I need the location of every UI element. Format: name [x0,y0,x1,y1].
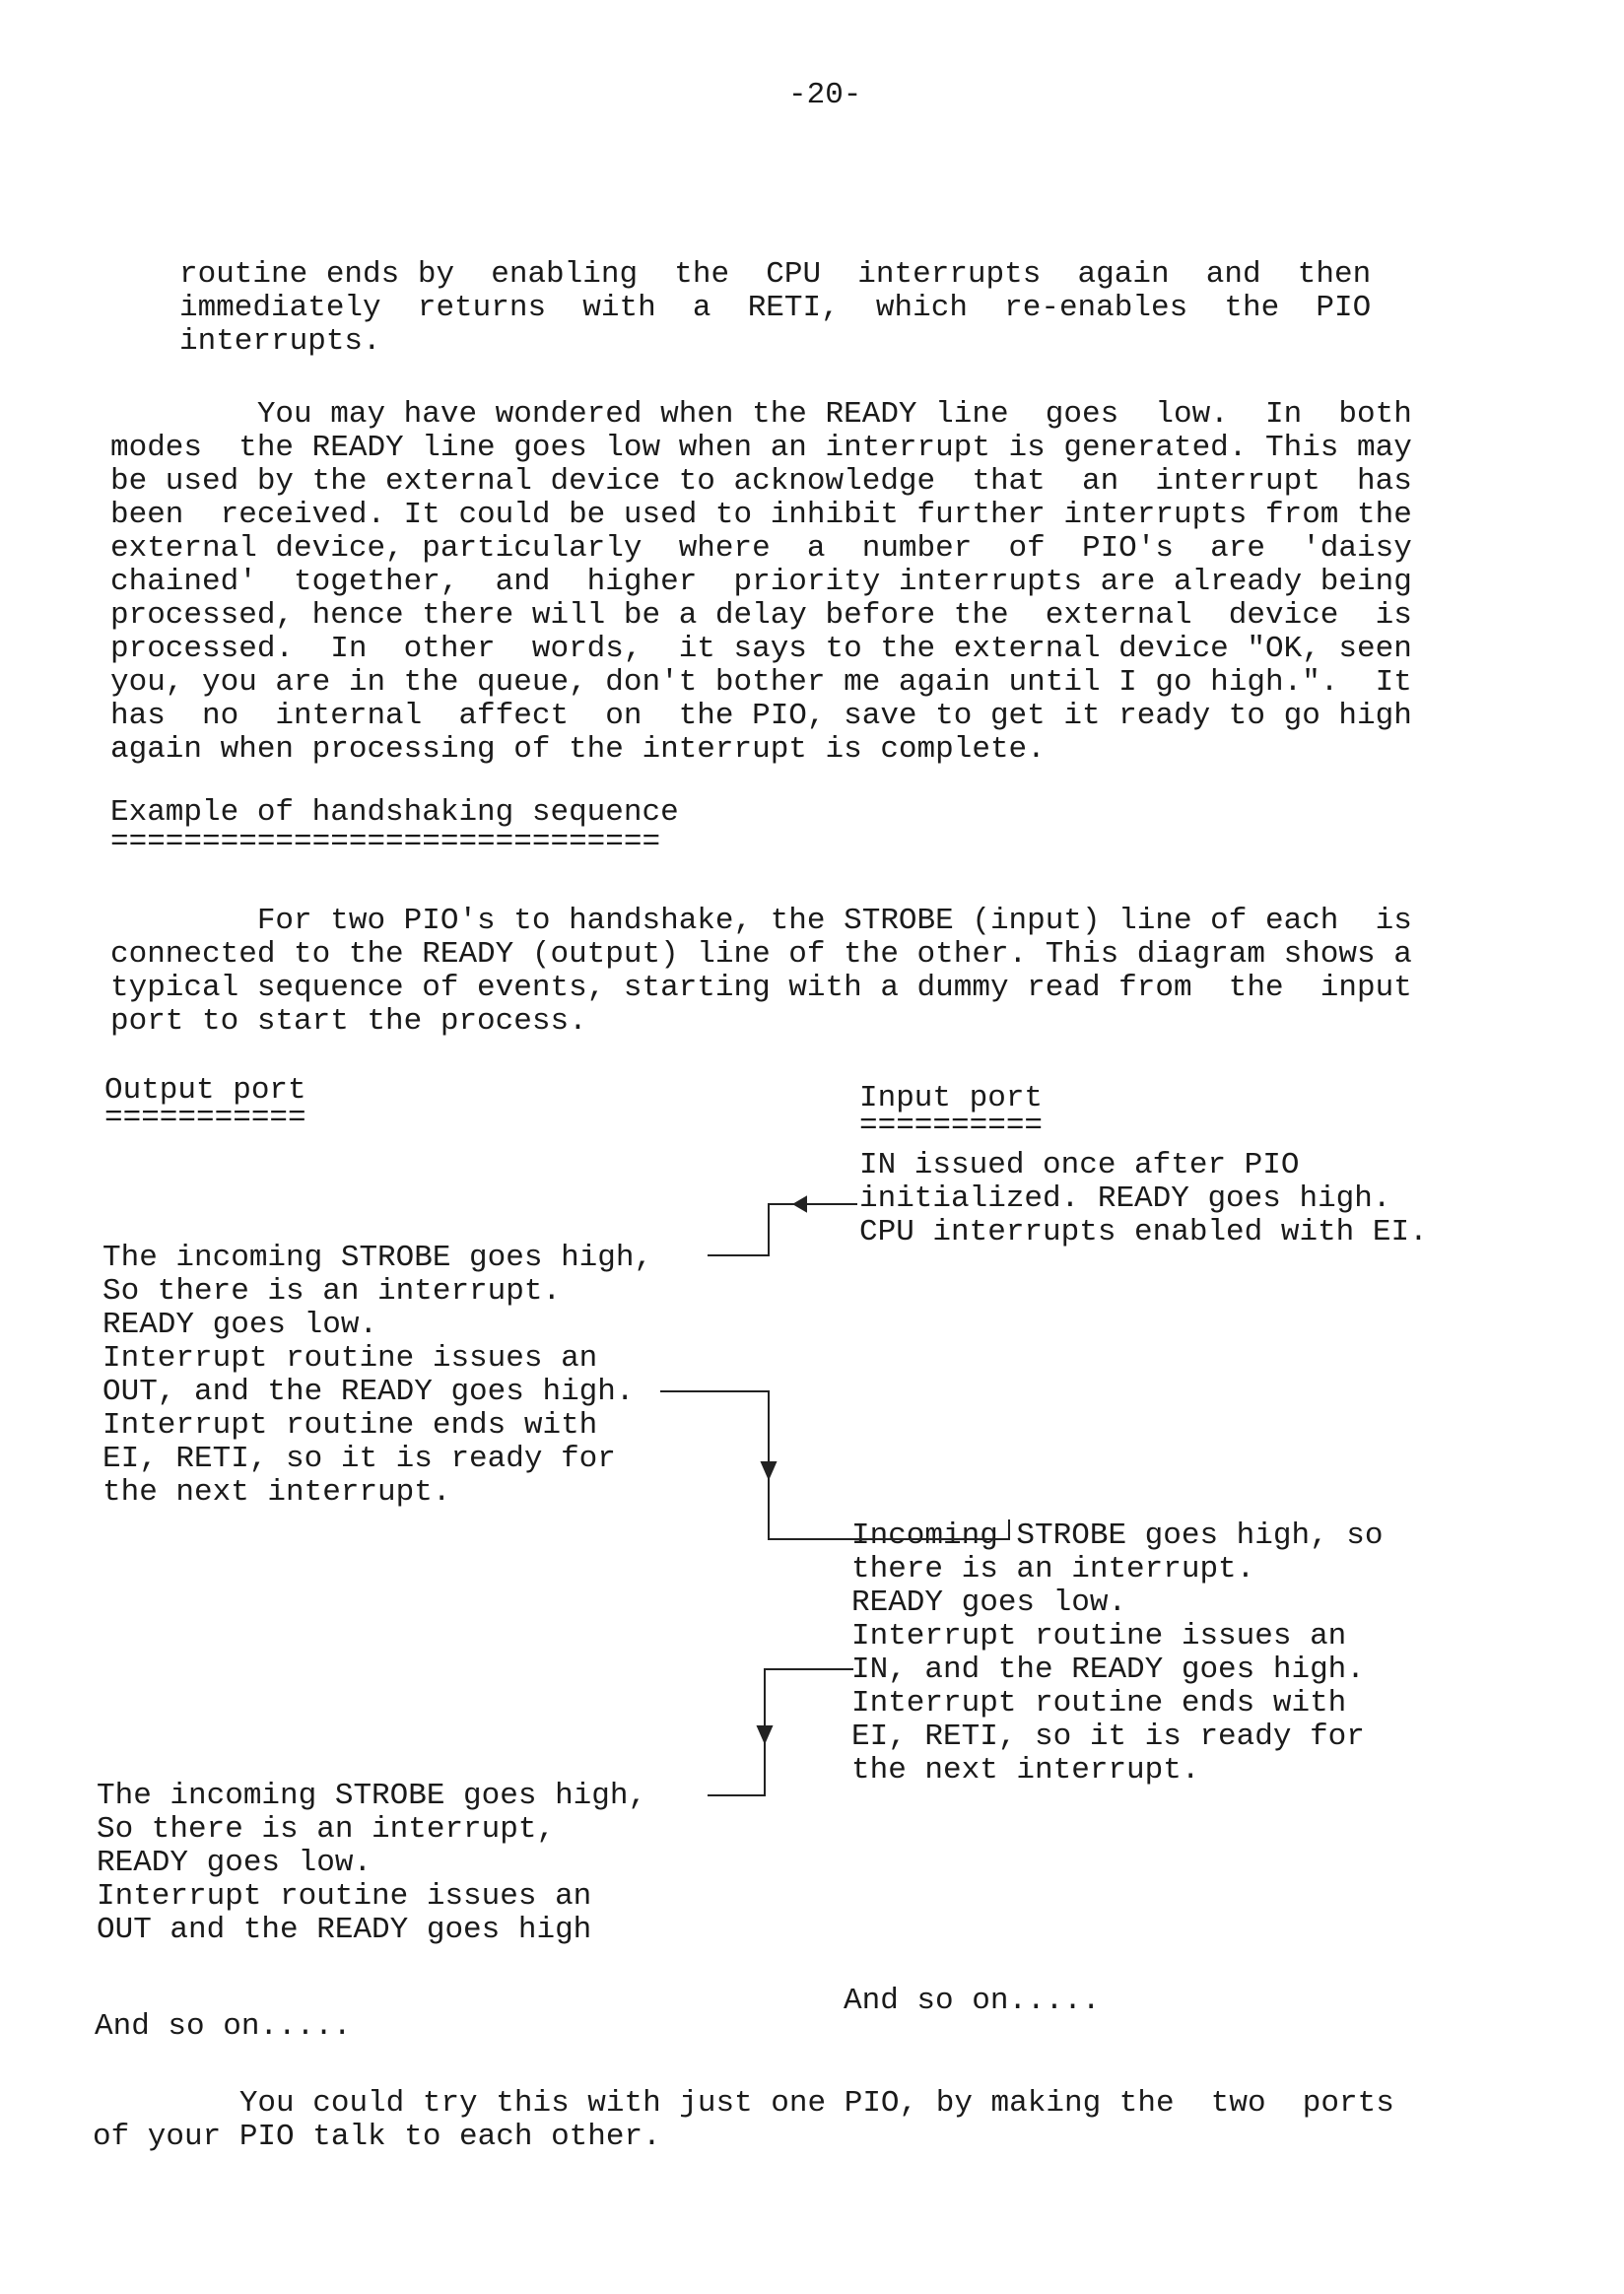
text-line: again when processing of the interrupt i… [110,732,1046,767]
text-line: Interrupt routine issues an [102,1341,598,1376]
output-and-so-on: And so on..... [95,2009,352,2044]
connector-input-ready-to-output-strobe-2 [708,1668,853,1796]
text-line: interrupts. [179,324,381,359]
text-line: Interrupt routine issues an [97,1879,592,1914]
text-line: be used by the external device to acknow… [110,464,1412,499]
text-line: IN, and the READY goes high. [851,1653,1365,1687]
text-line: you, you are in the queue, don't bother … [110,665,1412,700]
text-line: been received. It could be used to inhib… [110,498,1412,532]
text-line: the next interrupt. [102,1475,451,1510]
text-line: the next interrupt. [851,1753,1200,1788]
output-port-header: Output port [104,1073,306,1108]
text-line: there is an interrupt. [851,1552,1255,1586]
text-line: So there is an interrupt, [97,1812,556,1847]
text-line: initialized. READY goes high. [859,1181,1391,1216]
heading-rule: ============================== [110,825,661,859]
connector-input-ready-to-output-strobe [708,1203,857,1256]
text-line: You may have wondered when the READY lin… [110,397,1412,432]
text-line: external device, particularly where a nu… [110,531,1412,566]
text-line: EI, RETI, so it is ready for [851,1720,1365,1754]
text-line: Interrupt routine ends with [102,1408,598,1443]
arrow-head-down-2 [756,1725,774,1745]
text-line: routine ends by enabling the CPU interru… [179,257,1372,292]
text-line: immediately returns with a RETI, which r… [179,291,1372,325]
text-line: You could try this with just one PIO, by… [93,2086,1394,2121]
text-line: processed. In other words, it says to th… [110,632,1412,666]
text-line: IN issued once after PIO [859,1148,1300,1182]
text-line: Interrupt routine issues an [851,1619,1347,1653]
section-heading: Example of handshaking sequence [110,795,679,830]
connector-output-ready-to-input-strobe [660,1390,1010,1540]
text-line: processed, hence there will be a delay b… [110,598,1412,633]
output-port-rule: =========== [104,1101,306,1135]
text-line: READY goes low. [851,1586,1127,1620]
text-line: READY goes low. [102,1308,378,1342]
text-line: So there is an interrupt. [102,1274,562,1309]
text-line: chained' together, and higher priority i… [110,565,1412,599]
text-line: connected to the READY (output) line of … [110,937,1412,972]
text-line: typical sequence of events, starting wit… [110,971,1412,1005]
text-line: CPU interrupts enabled with EI. [859,1215,1428,1249]
text-line: Incoming STROBE goes high, so [851,1518,1384,1553]
arrow-head-left [792,1195,807,1213]
text-line: of your PIO talk to each other. [93,2120,661,2154]
text-line: The incoming STROBE goes high, [97,1779,647,1813]
input-and-so-on: And so on..... [844,1984,1101,2018]
text-line: modes the READY line goes low when an in… [110,431,1412,465]
page-number: -20- [788,78,862,112]
text-line: OUT and the READY goes high [97,1913,592,1947]
text-line: OUT, and the READY goes high. [102,1375,635,1409]
text-line: Interrupt routine ends with [851,1686,1347,1720]
input-port-header: Input port [859,1081,1044,1115]
input-port-rule: ========== [859,1109,1044,1143]
text-line: The incoming STROBE goes high, [102,1241,653,1275]
text-line: EI, RETI, so it is ready for [102,1442,616,1476]
text-line: For two PIO's to handshake, the STROBE (… [110,904,1412,938]
text-line: port to start the process. [110,1004,587,1039]
text-line: has no internal affect on the PIO, save … [110,699,1412,733]
text-line: READY goes low. [97,1846,372,1880]
arrow-head-down [760,1461,778,1481]
